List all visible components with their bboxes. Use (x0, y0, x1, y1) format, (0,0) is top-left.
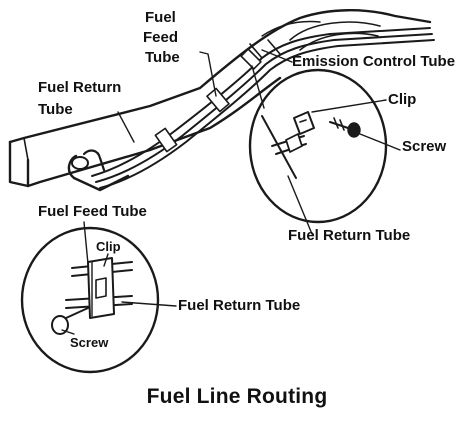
label-screw-left: Screw (70, 335, 109, 350)
diagram-title: Fuel Line Routing (146, 385, 328, 408)
label-fuel-return-tube-right: Fuel Return Tube (288, 227, 411, 244)
label-fuel-feed-tube-3: Tube (145, 49, 180, 66)
right-detail-circle (248, 65, 401, 235)
left-detail-circle (20, 221, 177, 374)
label-fuel-return-tube-left: Fuel Return Tube (178, 297, 301, 314)
label-fuel-return-tube-2: Tube (38, 101, 73, 118)
label-fuel-return-tube-1: Fuel Return (38, 79, 122, 96)
label-fuel-feed-tube-left: Fuel Feed Tube (38, 203, 147, 220)
fuel-tubes (91, 27, 435, 189)
label-emission-control-tube: Emission Control Tube (292, 53, 456, 70)
label-fuel-feed-tube-2: Feed (143, 29, 179, 46)
label-fuel-feed-tube-1: Fuel (145, 9, 176, 26)
label-clip-left: Clip (96, 239, 121, 254)
mount-bracket (67, 149, 130, 192)
leader-lines-upper (117, 49, 293, 143)
label-clip-right: Clip (388, 91, 417, 108)
label-screw-right: Screw (402, 138, 447, 155)
